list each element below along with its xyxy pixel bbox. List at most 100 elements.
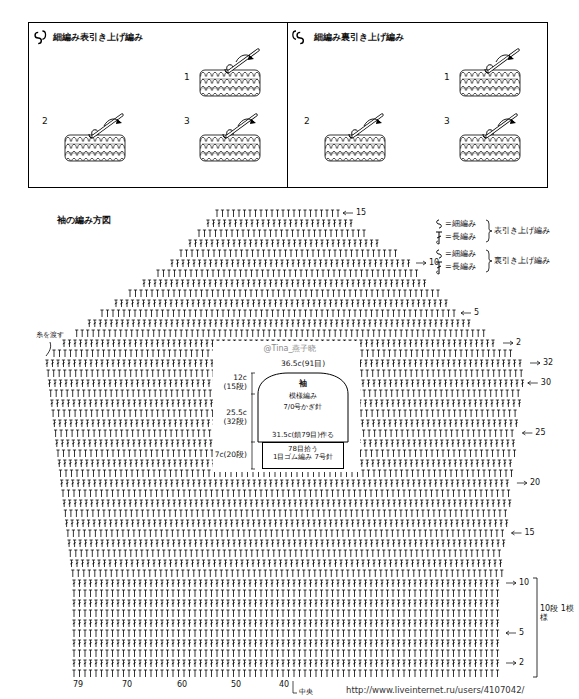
stitch-number: 40 bbox=[279, 680, 289, 689]
note: 10段 1模様 bbox=[540, 604, 574, 622]
legend-text: =長編み bbox=[445, 232, 476, 241]
crochet-hook bbox=[349, 115, 382, 138]
row-arrow bbox=[530, 361, 540, 365]
row-arrow bbox=[416, 261, 426, 265]
sleeve-outline-path bbox=[258, 373, 348, 442]
step-number: 1 bbox=[184, 72, 190, 82]
row-arrow bbox=[461, 311, 471, 315]
watermark: @Tina_燕子晓 bbox=[264, 344, 317, 353]
dimension: 25.5c bbox=[226, 409, 247, 418]
dimension: (15段) bbox=[224, 383, 247, 392]
row-number: 10 bbox=[519, 578, 529, 587]
row-arrow bbox=[506, 661, 516, 665]
dimension: (32段) bbox=[224, 418, 247, 427]
row-number: 5 bbox=[474, 308, 479, 317]
single-crochet-symbol bbox=[437, 220, 442, 228]
schematic-ground bbox=[213, 341, 360, 472]
step-number: 3 bbox=[444, 116, 450, 126]
node-text: 1目ゴム編み 7号針 bbox=[265, 453, 341, 461]
row-number: 5 bbox=[519, 628, 524, 637]
row-arrow bbox=[528, 381, 538, 385]
row-arrow bbox=[503, 341, 513, 345]
stitch-number: 79 bbox=[73, 680, 83, 689]
center-leader bbox=[293, 681, 297, 693]
step-number: 3 bbox=[184, 116, 190, 126]
node-text: 7/0号かぎ針 bbox=[258, 404, 348, 412]
post-hook bbox=[293, 31, 296, 39]
row-arrows bbox=[343, 211, 540, 665]
row-number: 10 bbox=[429, 258, 439, 267]
symbol-glyph bbox=[297, 32, 303, 43]
row-arrow bbox=[506, 631, 516, 635]
ribbing-band: 78目拾う1目ゴム編み 7号針 bbox=[262, 442, 344, 469]
stitch-grid bbox=[45, 210, 524, 677]
stitch-number: 60 bbox=[177, 680, 187, 689]
crochet-hook bbox=[485, 50, 518, 73]
step-number: 2 bbox=[42, 116, 48, 126]
stitch-number: 70 bbox=[122, 680, 132, 689]
step-number: 1 bbox=[444, 72, 450, 82]
technique-box: 細編み裏引き上げ編み bbox=[287, 22, 548, 188]
motion-arrow bbox=[496, 55, 514, 62]
yarn-leader bbox=[46, 342, 51, 356]
row-number: 32 bbox=[543, 358, 553, 367]
dimension: 36.5c(91目) bbox=[281, 360, 325, 369]
repeat-bracket bbox=[533, 578, 537, 677]
note: 裏引き上げ編み bbox=[494, 256, 550, 265]
double-crochet-symbol bbox=[436, 232, 442, 244]
node-title: 袖 bbox=[258, 379, 348, 388]
single-crochet-symbol bbox=[437, 250, 442, 258]
crochet-hook bbox=[483, 115, 516, 138]
legend-text: =細編み bbox=[445, 249, 476, 258]
row-number: 2 bbox=[519, 658, 524, 667]
legend-brace bbox=[486, 250, 492, 272]
note: 中央 bbox=[299, 688, 313, 696]
node-title: 細編み裏引き上げ編み bbox=[314, 32, 404, 42]
row-number: 2 bbox=[516, 338, 521, 347]
sleeve-outline: 袖模様編み 7/0号かぎ針 78目拾う1目ゴム編み 7号針 bbox=[258, 372, 348, 469]
row-number: 25 bbox=[535, 428, 545, 437]
motion-arrow bbox=[236, 55, 254, 62]
dimension: 31.5c(鎖79目)作る bbox=[272, 431, 334, 439]
note: 表引き上げ編み bbox=[494, 226, 550, 235]
dimension: 12c bbox=[233, 374, 247, 383]
dimension: 7c(20段) bbox=[215, 451, 247, 460]
technique-box: 細編み表引き上げ編み bbox=[28, 22, 288, 188]
technique-symbol bbox=[35, 31, 303, 44]
motion-arrow bbox=[238, 119, 256, 126]
row-arrow bbox=[512, 531, 522, 535]
back-post-symbol bbox=[293, 31, 304, 44]
note: 糸を渡す bbox=[36, 331, 64, 339]
legend-text: =長編み bbox=[445, 262, 476, 271]
row-arrow bbox=[522, 431, 532, 435]
dimension-line bbox=[251, 373, 255, 469]
step-illustrations bbox=[65, 50, 520, 161]
stitch-number: 50 bbox=[231, 680, 241, 689]
row-arrow bbox=[343, 211, 353, 215]
legend-brace bbox=[486, 220, 492, 242]
post-hook bbox=[42, 31, 45, 39]
legend-symbols bbox=[436, 220, 492, 274]
watermark: http://www.liveinternet.ru/users/4107042… bbox=[344, 686, 526, 696]
legend-text: =細編み bbox=[445, 219, 476, 228]
chart-title: 袖の編み方図 bbox=[57, 215, 111, 225]
node-title: 細編み表引き上げ編み bbox=[53, 32, 143, 42]
row-arrow bbox=[517, 481, 527, 485]
node-text: 模様編み bbox=[258, 393, 348, 401]
motion-arrow bbox=[104, 119, 122, 126]
row-number: 20 bbox=[530, 478, 540, 487]
motion-arrow bbox=[498, 119, 516, 126]
row-number: 15 bbox=[356, 208, 366, 217]
row-arrow bbox=[506, 581, 516, 585]
node-title: 78目拾う bbox=[265, 445, 341, 453]
motion-arrow bbox=[364, 119, 382, 126]
crochet-hook bbox=[225, 50, 258, 73]
front-post-symbol bbox=[35, 31, 46, 44]
crochet-hook bbox=[223, 115, 256, 138]
symbol-glyph bbox=[35, 32, 41, 43]
row-number: 15 bbox=[524, 528, 534, 537]
crochet-hook bbox=[89, 115, 122, 138]
row-number: 30 bbox=[541, 378, 551, 387]
step-number: 2 bbox=[304, 116, 310, 126]
